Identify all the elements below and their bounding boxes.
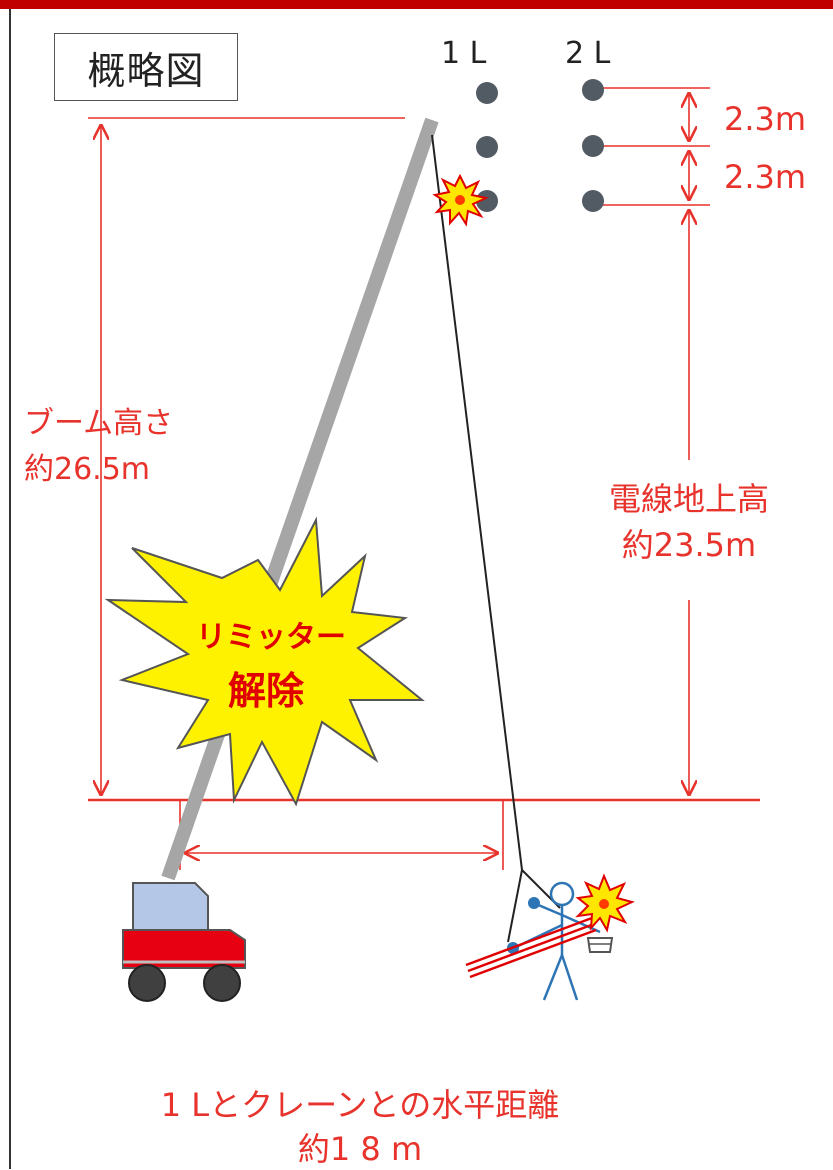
truck-cab [132, 882, 209, 931]
insulator-1l-mid [476, 136, 498, 158]
load-pipe-2 [467, 922, 595, 973]
boom-height-value: 約26.5m [24, 452, 151, 487]
diagram-title: 概略図 [54, 33, 238, 101]
load-pipe-3 [469, 928, 597, 979]
insulator-2l-mid [582, 135, 604, 157]
worker-head [549, 881, 575, 907]
insulator-1l-bottom [476, 190, 498, 212]
distance-value: 約1 8 m [297, 1130, 423, 1168]
hand-spark-core-icon [599, 899, 609, 909]
boom-height-label: ブーム高さ [24, 406, 174, 441]
insulator-2l-top [582, 79, 604, 101]
spacing-upper-label: 2.3m [724, 100, 807, 138]
line-label-2l: 2 L [565, 36, 611, 71]
insulator-2l-bottom [582, 190, 604, 212]
load-pipe-1 [465, 916, 593, 967]
frame-border [9, 9, 833, 1169]
worker-arm-right [561, 913, 601, 934]
contact-spark-core-icon [455, 195, 465, 205]
worker-arm-left [535, 902, 563, 917]
spacing-lower-label: 2.3m [724, 158, 807, 196]
top-accent-bar [0, 0, 833, 9]
wire-height-value: 約23.5m [621, 526, 757, 564]
crane-boom [161, 117, 439, 881]
line-label-1l: 1 L [441, 36, 487, 71]
worker-legs [542, 951, 579, 1001]
limiter-label-line2: 解除 [227, 669, 304, 713]
insulator-1l-top [476, 82, 498, 104]
limiter-burst-icon [104, 516, 425, 807]
limiter-label-line1: リミッター [196, 620, 346, 655]
worker-hand-upper [528, 897, 540, 909]
wire-height-label: 電線地上高 [608, 480, 769, 518]
hoist-wire [431, 134, 524, 943]
distance-label: 1 Lとクレーンとの水平距離 [160, 1086, 560, 1124]
truck-wheel-front [203, 964, 241, 1002]
bucket [586, 937, 614, 953]
truck-wheel-rear [128, 964, 166, 1002]
